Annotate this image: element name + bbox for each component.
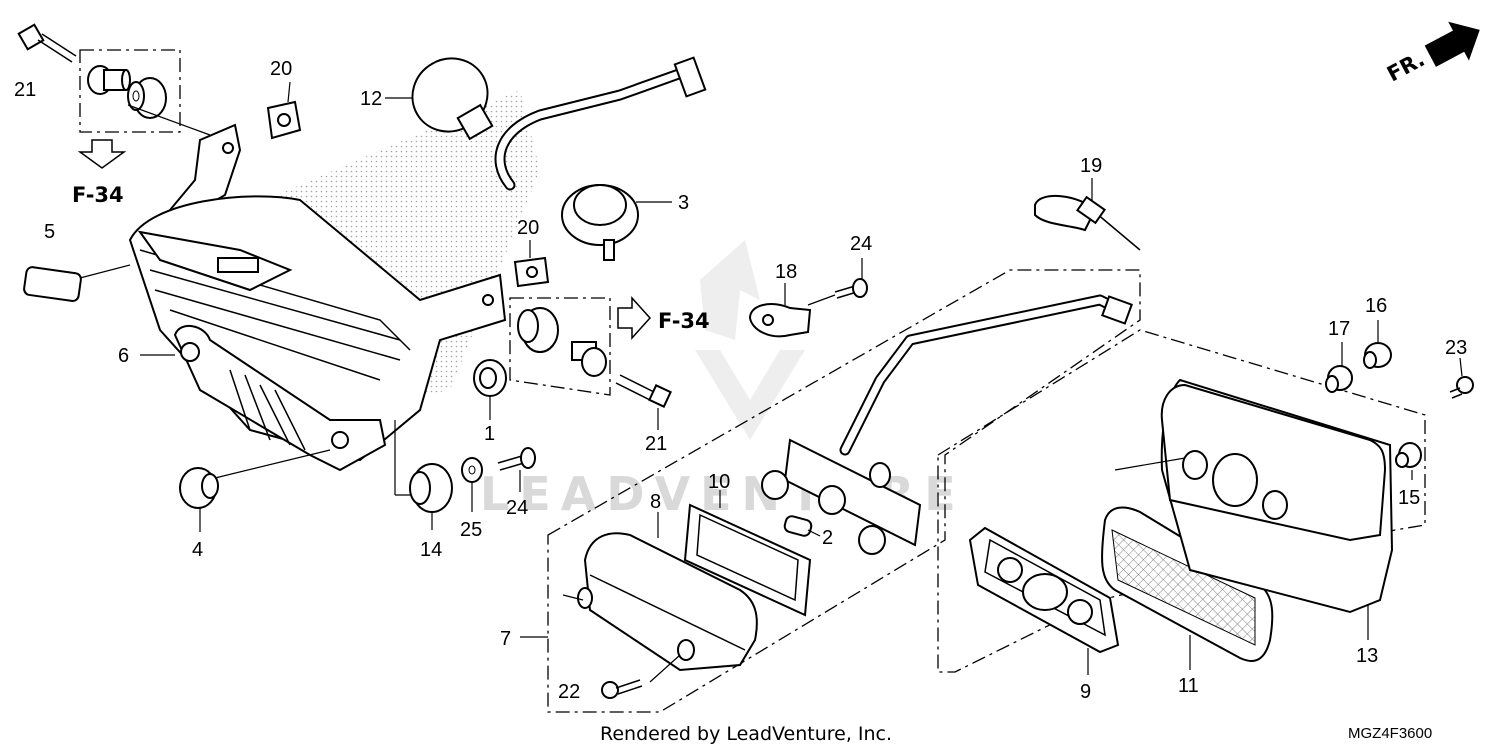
part-grommet-mid: [517, 307, 559, 353]
callout-25: 25: [460, 519, 482, 541]
callout-7: 7: [500, 628, 511, 650]
part-cable-tie-19: [1034, 194, 1141, 251]
part-wedge-bulb-2: [783, 515, 813, 537]
callout-21-mid: 21: [645, 433, 667, 455]
part-light-case-13: [1160, 378, 1394, 614]
part-screw-23: [1449, 376, 1474, 399]
callout-11: 11: [1178, 675, 1199, 697]
right-arrow-icon: [617, 296, 652, 340]
part-taillight-housing: [128, 195, 507, 472]
callout-4: 4: [192, 539, 203, 561]
group-box-top: [79, 49, 181, 133]
part-grommet-1: [473, 359, 507, 397]
down-arrow-icon: [77, 139, 127, 169]
callout-17: 17: [1328, 318, 1350, 340]
part-collar-top: [87, 65, 131, 95]
part-collar-16: [1363, 342, 1392, 369]
part-gasket-10: [683, 503, 812, 617]
callout-3: 3: [678, 192, 689, 214]
part-gasket-plate-9: [968, 526, 1120, 654]
part-bolt-21-mid: [615, 374, 672, 408]
part-reflector-5: [23, 266, 82, 302]
group-box-mid: [509, 297, 611, 396]
callout-2: 2: [822, 527, 833, 549]
front-direction-label: FR.: [1383, 47, 1429, 86]
front-arrow-icon: [1424, 21, 1480, 67]
ref-label-top: F-34: [72, 183, 124, 207]
part-socket-3: [494, 56, 707, 261]
callout-12: 12: [360, 88, 382, 110]
callout-20-top: 20: [270, 58, 292, 80]
callouts: 21 20 12 3 5 6 20 1 4 14 25 24 21 18 24 …: [14, 58, 1467, 703]
bracket-hole: [222, 142, 234, 154]
part-grommet-top: [127, 77, 167, 119]
callout-8: 8: [650, 491, 661, 513]
diagram-code: MGZ4F3600: [1348, 725, 1432, 742]
part-license-socket: [761, 294, 1133, 555]
part-collar-17: [1325, 365, 1353, 393]
part-clip-nut-20-top: [266, 100, 302, 140]
callout-24-upper: 24: [850, 233, 872, 255]
watermark-logo: [695, 240, 805, 440]
callout-23: 23: [1445, 337, 1467, 359]
callout-1: 1: [484, 423, 495, 445]
part-collar-mid: [571, 341, 607, 377]
part-license-lens-8: [577, 532, 758, 672]
part-screw-24-lower: [497, 447, 536, 471]
part-grommet-14: [409, 463, 453, 513]
part-screw-24-upper: [834, 278, 868, 299]
callout-21-top: 21: [14, 79, 36, 101]
callout-9: 9: [1080, 681, 1091, 703]
callout-13: 13: [1356, 645, 1378, 667]
callout-16: 16: [1365, 295, 1387, 317]
part-bulb-12: [411, 57, 494, 141]
part-bolt-21-top: [17, 23, 77, 63]
footer-credit: Rendered by LeadVenture, Inc.: [600, 723, 892, 745]
group-box-lens: [937, 329, 1426, 673]
part-lens-11: [1101, 506, 1274, 662]
group-box-socket: [547, 269, 1141, 713]
callout-22: 22: [558, 681, 580, 703]
callout-10: 10: [708, 471, 730, 493]
part-clip-nut-20-mid: [513, 256, 550, 288]
callout-18: 18: [775, 261, 797, 283]
callout-20-mid: 20: [517, 217, 539, 239]
leader-lines: [79, 81, 1463, 683]
callout-5: 5: [44, 221, 55, 243]
callout-24-lower: 24: [506, 497, 528, 519]
callout-14: 14: [420, 539, 442, 561]
callout-15: 15: [1398, 487, 1420, 509]
part-washer-25: [461, 457, 483, 483]
part-cap-4: [179, 467, 219, 509]
ref-label-mid: F-34: [658, 309, 710, 333]
callout-19: 19: [1080, 155, 1102, 177]
callout-6: 6: [118, 345, 129, 367]
part-clamp-18: [748, 303, 812, 338]
part-collar-15: [1395, 442, 1422, 468]
part-screw-22: [601, 679, 643, 699]
